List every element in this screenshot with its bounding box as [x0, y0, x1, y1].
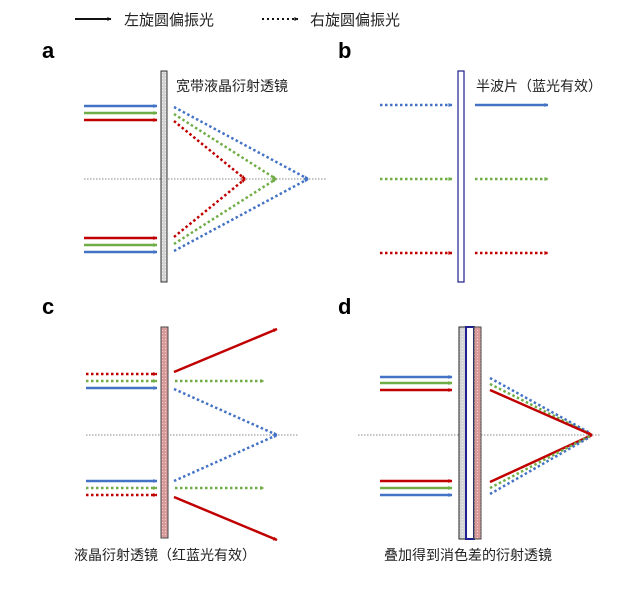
legend-dotted-label: 右旋圆偏振光	[310, 11, 400, 29]
half-wave-plate	[457, 70, 465, 283]
lc-diffractive-lens	[160, 326, 169, 539]
panel-a-label: a	[42, 38, 55, 63]
panel-d-label: d	[338, 294, 351, 319]
panel-c-label: c	[42, 294, 54, 319]
focused-blue-bottom	[173, 433, 278, 483]
stacked-lens	[458, 326, 482, 540]
panel-c: c 液晶衍射透镜（红蓝光有效）	[42, 294, 298, 564]
half-wave-plate-layer	[465, 326, 475, 540]
broadband-lc-lens-layer	[458, 326, 467, 540]
focused-red-bottom	[489, 433, 593, 484]
focused-green-top	[173, 112, 277, 181]
panel-b-caption: 半波片（蓝光有效）	[476, 79, 602, 95]
focused-red-bottom	[173, 178, 246, 238]
panel-b-label: b	[338, 38, 351, 63]
panel-d-caption: 叠加得到消色差的衍射透镜	[384, 547, 552, 564]
legend-solid-label: 左旋圆偏振光	[124, 11, 214, 29]
legend: 左旋圆偏振光 右旋圆偏振光	[75, 11, 400, 29]
focused-blue-bottom	[173, 177, 309, 253]
focused-blue-top	[173, 105, 309, 181]
focused-blue-top	[489, 376, 591, 435]
focused-green-bottom	[173, 177, 277, 246]
panel-a: a 宽带液晶衍射透镜	[42, 38, 326, 283]
panel-a-caption: 宽带液晶衍射透镜	[176, 78, 288, 95]
focused-blue-bottom	[489, 435, 591, 496]
focused-green-top	[489, 382, 591, 436]
focused-red-top	[173, 120, 246, 180]
focused-blue-top	[173, 387, 278, 437]
diverging-red-top	[173, 327, 278, 374]
focused-green-bottom	[489, 434, 591, 490]
panel-b: b 半波片（蓝光有效）	[338, 38, 602, 283]
panel-c-caption: 液晶衍射透镜（红蓝光有效）	[74, 548, 256, 564]
focused-red-top	[489, 388, 593, 437]
diverging-red-bottom	[173, 495, 278, 542]
broadband-lc-lens	[160, 70, 168, 283]
panel-d: d 叠加得到消色差的衍射透镜	[338, 294, 600, 564]
lc-diffractive-lens-layer	[473, 326, 482, 540]
